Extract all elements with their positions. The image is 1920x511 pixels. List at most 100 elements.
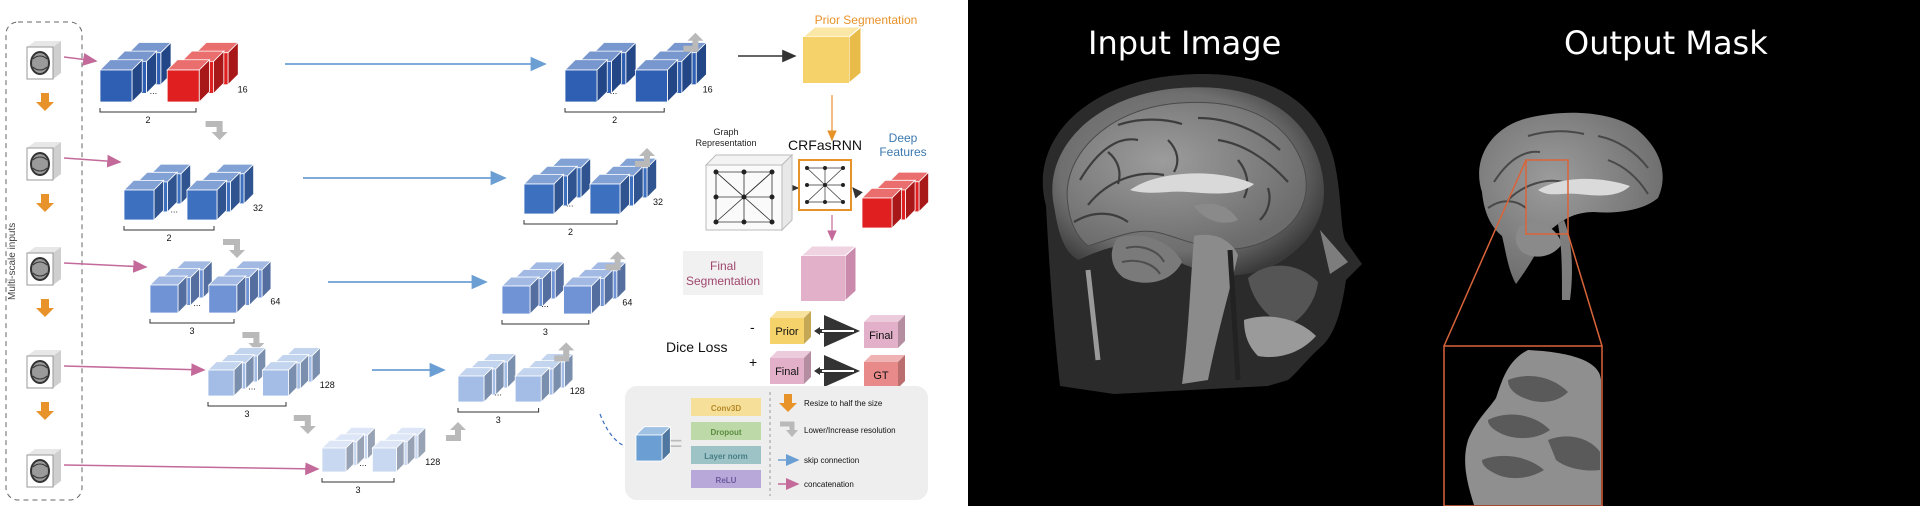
encoder-1-multiplier: 2 — [145, 115, 150, 125]
encoder-channels-3: 64 — [270, 297, 280, 307]
encoder-down-4-head — [299, 426, 316, 434]
encoder-down-3-head — [248, 343, 265, 351]
decoder-stack-b-3 — [562, 260, 627, 315]
deep-features-l1: Deep — [889, 131, 918, 145]
downsample-arrow-1-head — [36, 102, 54, 111]
decoder-up-2-head — [639, 148, 655, 156]
decoder-up-1 — [683, 38, 699, 52]
graph-representation-l2: Representation — [695, 138, 756, 148]
legend-equals: = — [670, 431, 683, 456]
red-cube — [166, 58, 211, 103]
encoder-channels-4: 128 — [320, 380, 335, 390]
encoder-5-brace — [321, 478, 395, 483]
encoder-1-brace — [99, 108, 197, 113]
legend-orange-arrow-head — [779, 403, 797, 412]
decoder-stack-a-3 — [501, 260, 566, 315]
ellipsis-3: ... — [193, 298, 201, 308]
encoder-stack-b-3 — [207, 259, 272, 314]
encoder-stack-a-1 — [99, 41, 173, 103]
encoder-stack-a-3 — [149, 259, 214, 314]
dec-ellipsis-2: ... — [566, 199, 574, 209]
legend-layer-2 — [691, 422, 761, 440]
decoder-up-1-head — [687, 32, 704, 41]
ellipsis-2: ... — [171, 205, 179, 215]
zoom-source-box — [1525, 159, 1569, 235]
prior-segmentation-label: Prior Segmentation — [815, 13, 918, 27]
encoder-channels-2: 32 — [253, 203, 263, 213]
decoder-channels-4: 128 — [570, 386, 585, 396]
legend-gray-arrow-head — [786, 430, 798, 437]
legend-layer-label-4: ReLU — [716, 476, 737, 485]
deep-features-cubes — [852, 171, 930, 229]
decoder-stack-b-4 — [514, 352, 574, 403]
dice-gt-label: GT — [873, 370, 889, 382]
dice-prior-label: Prior — [775, 326, 799, 338]
encoder-channels-1: 16 — [238, 84, 248, 94]
minus-sign: - — [750, 319, 755, 335]
encoder-stack-a-2 — [123, 163, 192, 221]
concat-arrow-2 — [63, 154, 122, 168]
output-mask-image — [1479, 112, 1663, 300]
cube — [99, 58, 144, 103]
cube — [207, 360, 244, 397]
cube — [634, 58, 679, 103]
downsample-arrow-2 — [41, 194, 49, 204]
concat-arrow-1 — [63, 53, 98, 66]
decoder-1-brace — [564, 108, 665, 113]
encoder-stack-a-4 — [207, 346, 267, 397]
dec-ellipsis-4: ... — [494, 388, 502, 398]
dice-final-top-label: Final — [869, 330, 893, 342]
cube — [149, 275, 188, 314]
input-thumbnail-5 — [26, 449, 61, 488]
cube — [261, 360, 298, 397]
cube — [562, 276, 602, 315]
dice-final-bottom-label: Final — [775, 366, 799, 378]
graph-representation-cube — [704, 153, 794, 232]
legend-orange-arrow — [784, 394, 792, 404]
final-segmentation-cube — [799, 244, 858, 303]
final-segmentation-box — [683, 251, 763, 295]
input-mri-image — [1042, 74, 1362, 394]
decoder-1-multiplier: 2 — [612, 115, 617, 125]
deep-cube — [861, 187, 903, 229]
plus-sign: + — [749, 354, 757, 370]
input-thumbnails — [26, 41, 61, 488]
legend-layer-label-1: Conv3D — [711, 404, 741, 413]
legend-concat-text: concatenation — [804, 480, 854, 489]
cube — [186, 179, 228, 221]
decoder-channels-1: 16 — [703, 84, 713, 94]
decoder-up-4-head — [558, 342, 575, 351]
legend-lower-increase-text: Lower/Increase resolution — [804, 426, 896, 435]
legend-resize-text: Resize to half the size — [804, 399, 883, 408]
encoder-3-multiplier: 3 — [189, 326, 194, 336]
decoder-stack-b-2 — [589, 157, 658, 215]
dice-compare-bottom-tail — [814, 367, 820, 375]
dice-prior: Prior — [770, 311, 811, 344]
encoder-3-brace — [149, 319, 235, 324]
downsample-arrow-4 — [41, 402, 49, 412]
dice-final-bottom: Final — [770, 351, 811, 384]
encoder-down-2-head — [229, 250, 245, 258]
decoder-up-3 — [605, 257, 621, 271]
decoder-4-brace — [457, 408, 540, 413]
encoder-channels-5: 128 — [425, 457, 440, 467]
input-thumbnail-2 — [26, 142, 61, 181]
dice-gt: GT — [864, 355, 905, 388]
encoder-2-brace — [123, 226, 215, 231]
decoder-3-multiplier: 3 — [543, 327, 548, 337]
decoder-stack-a-2 — [523, 157, 592, 215]
encoder-5-multiplier: 3 — [355, 485, 360, 495]
bottleneck-up-head — [450, 422, 466, 430]
downsample-arrow-2-head — [36, 203, 54, 212]
encoder-stack-b-4 — [261, 346, 322, 397]
input-thumbnail-4 — [26, 350, 61, 389]
legend-block-cube — [635, 425, 672, 462]
encoder-4-brace — [207, 402, 287, 407]
zoom-indicator — [1443, 159, 1603, 506]
output-mask-title: Output Mask — [1564, 24, 1768, 62]
legend-layer-label-3: Layer norm — [704, 452, 748, 461]
